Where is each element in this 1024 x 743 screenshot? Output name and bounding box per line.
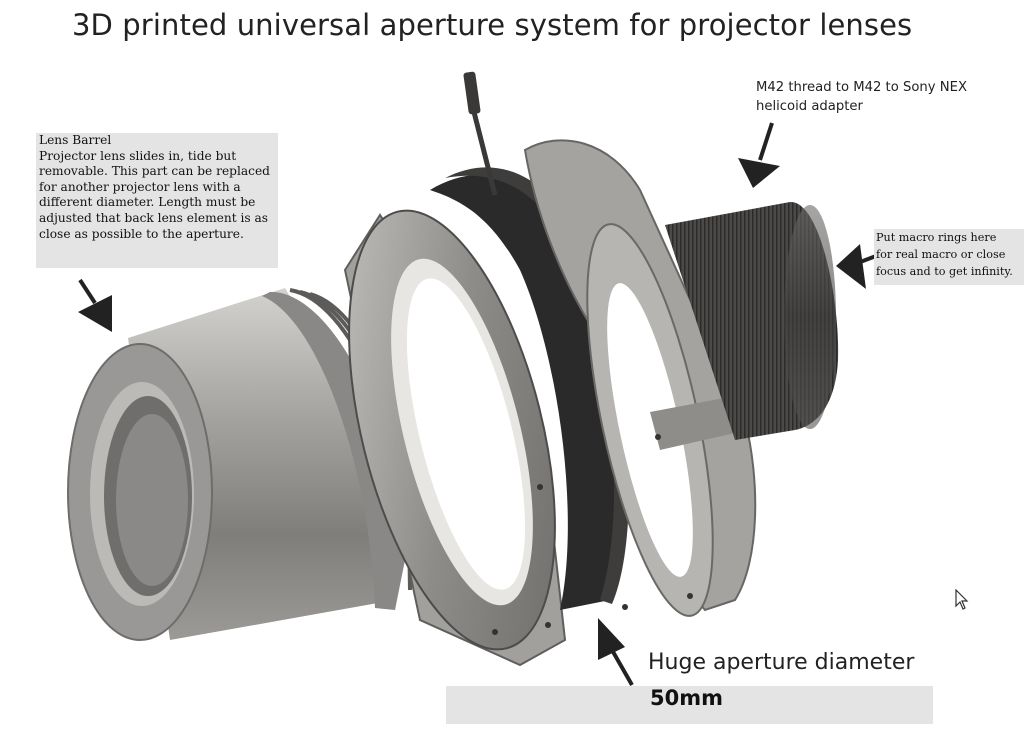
aperture-value-box	[446, 686, 933, 724]
aperture-label: Huge aperture diameter	[648, 650, 915, 675]
m42-threaded-adapter	[665, 201, 839, 440]
page-title: 3D printed universal aperture system for…	[72, 8, 913, 42]
macro-rings-line: focus and to get infinity.	[876, 265, 1013, 278]
macro-rings-line: Put macro rings here	[876, 231, 997, 244]
aperture-lever	[463, 71, 498, 196]
lens-barrel-note: Lens Barrel Projector lens slides in, ti…	[36, 133, 278, 268]
arrow-icon	[78, 278, 112, 332]
macro-rings-line: for real macro or close	[876, 248, 1006, 261]
arrow-icon	[738, 122, 780, 188]
aperture-mount-ring	[343, 209, 567, 667]
arrow-icon	[598, 618, 634, 686]
macro-rings-note: Put macro rings here for real macro or c…	[874, 229, 1024, 285]
aperture-value: 50mm	[650, 686, 723, 710]
cursor-icon	[955, 589, 969, 610]
rear-clamp-ring	[523, 139, 757, 617]
lens-barrel-heading: Lens Barrel	[39, 133, 112, 147]
lens-barrel	[67, 288, 423, 641]
m42-adapter-note: M42 thread to M42 to Sony NEX helicoid a…	[756, 80, 968, 114]
arrow-icon	[836, 244, 877, 289]
lens-barrel-description: Projector lens slides in, tide but remov…	[39, 148, 270, 241]
